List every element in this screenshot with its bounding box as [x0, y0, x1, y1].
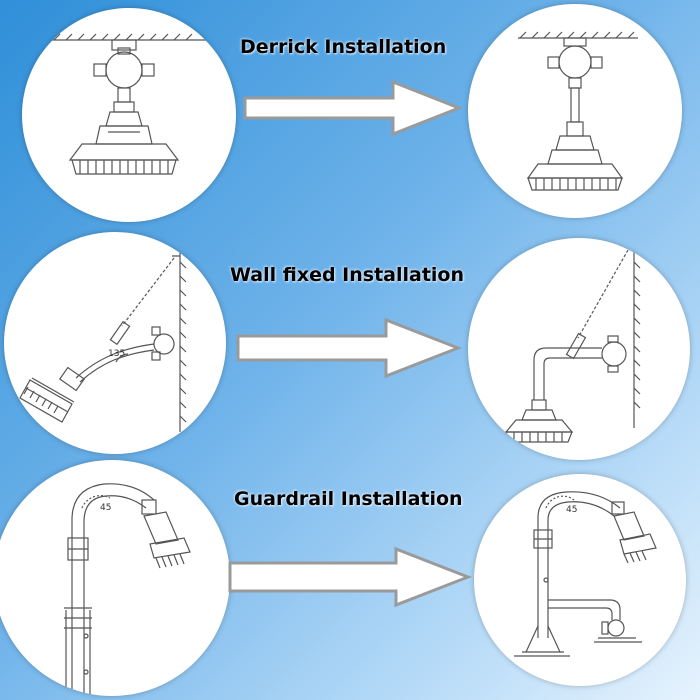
derrick-right-drawing [518, 31, 638, 191]
wall-fixed-left-diagram: 135 [4, 232, 226, 454]
derrick-right-diagram [468, 4, 682, 218]
guardrail-right-drawing: 45 [514, 491, 657, 657]
derrick-installation-title: Derrick Installation [240, 36, 447, 58]
guardrail-right-diagram: 45 [474, 474, 686, 686]
guardrail-installation-title: Guardrail Installation [234, 488, 463, 510]
wall-fixed-left-drawing: 135 [19, 252, 187, 432]
right-arrow-icon [243, 79, 463, 137]
guardrail-left-angle-label: 45 [100, 503, 111, 513]
guardrail-left-drawing: 45 [64, 483, 191, 696]
derrick-left-drawing [52, 33, 206, 175]
guardrail-arrow [228, 545, 472, 609]
wall-fixed-right-drawing [504, 248, 641, 443]
right-arrow-icon [228, 546, 472, 608]
wall-fixed-right-diagram [468, 238, 690, 460]
guardrail-left-diagram: 45 [0, 460, 230, 696]
derrick-left-diagram [22, 8, 236, 222]
wall-fixed-installation-title: Wall fixed Installation [230, 264, 465, 286]
wall-angle-label: 135 [108, 349, 125, 359]
right-arrow-icon [236, 317, 462, 379]
guardrail-right-angle-label: 45 [566, 505, 577, 515]
wall-fixed-arrow [236, 316, 462, 380]
derrick-arrow [243, 78, 463, 138]
